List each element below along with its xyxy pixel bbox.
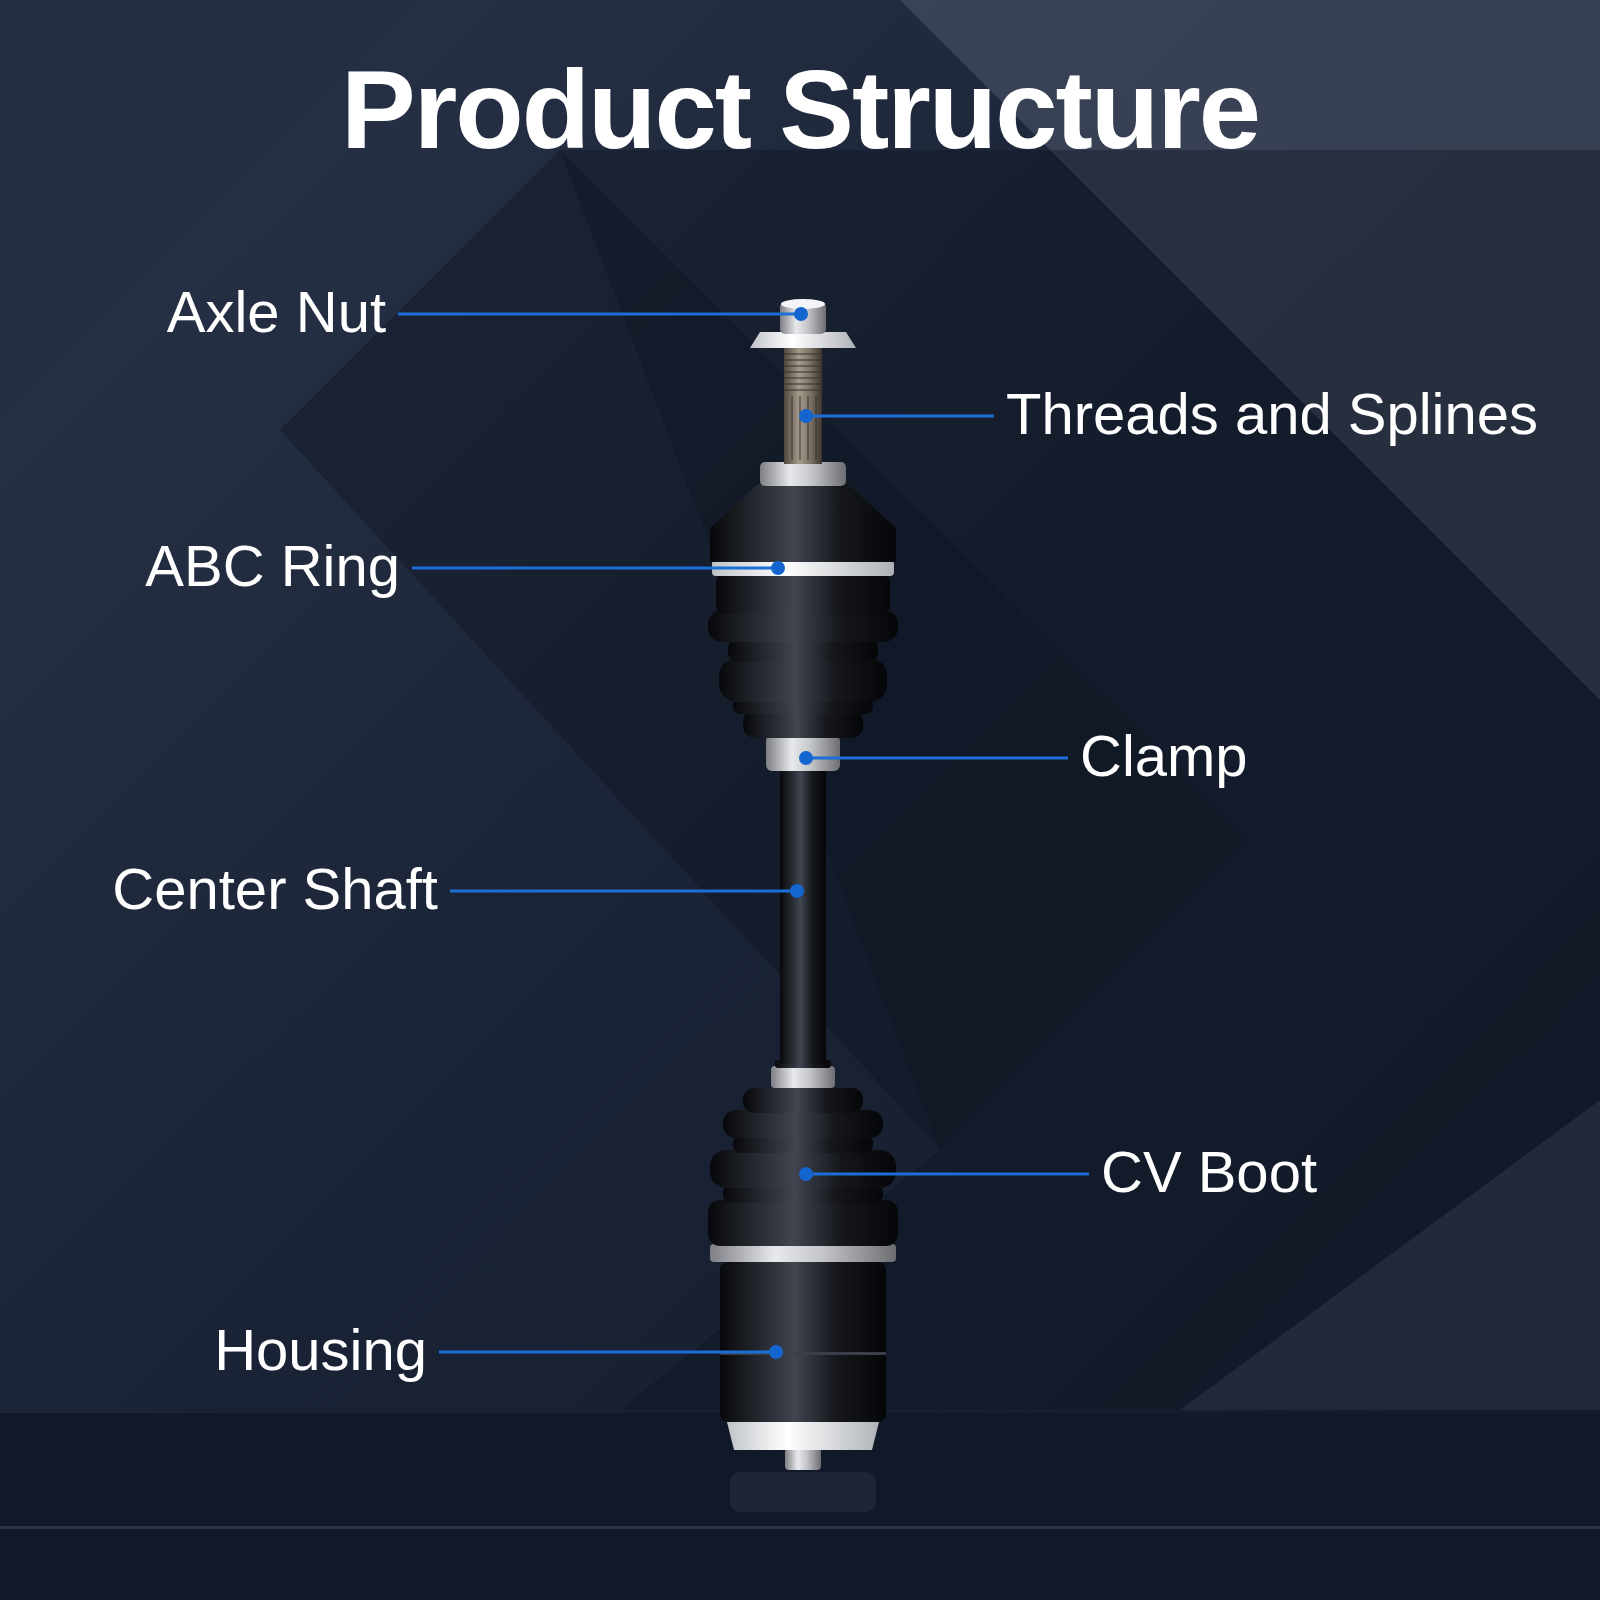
part-label: Center Shaft <box>112 856 438 923</box>
part-label: CV Boot <box>1101 1139 1317 1206</box>
leader-lines <box>398 314 1089 1352</box>
part-label: Clamp <box>1080 723 1248 790</box>
title: Product Structure <box>341 46 1259 175</box>
part-label: ABC Ring <box>145 533 400 600</box>
part-label: Housing <box>214 1317 427 1384</box>
part-label: Axle Nut <box>167 279 386 346</box>
leader-dots <box>769 307 813 1359</box>
part-label: Threads and Splines <box>1006 381 1538 448</box>
